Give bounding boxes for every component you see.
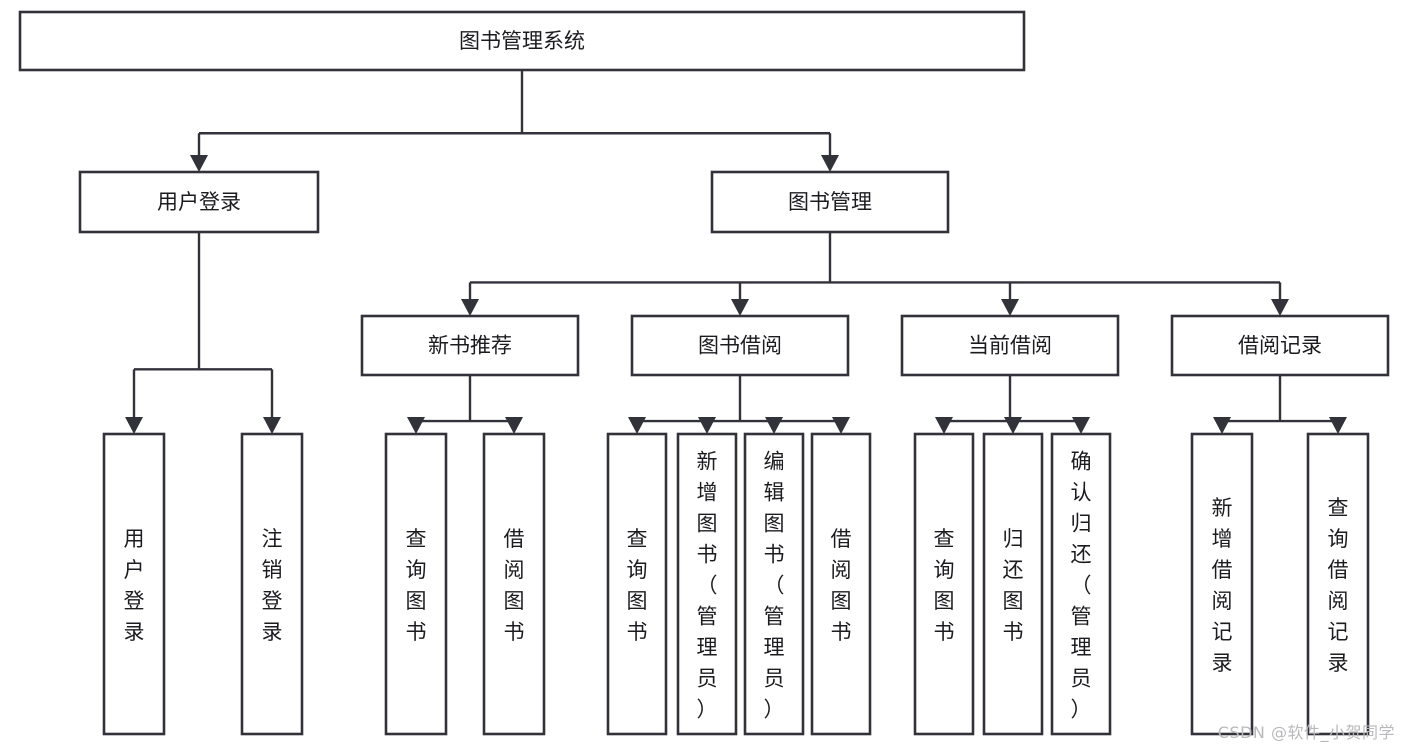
node-leaf-user-login[interactable]: 用户登录: [102, 432, 166, 736]
csdn-watermark: CSDN @软件_小贺同学: [1217, 723, 1395, 742]
node-box-leaf-logout[interactable]: [240, 432, 304, 736]
node-box-leaf-borrow-book-1[interactable]: [482, 432, 546, 736]
arrow-head-new-book-recommend: [461, 299, 479, 316]
node-box-leaf-query-book-3[interactable]: [913, 432, 975, 736]
node-leaf-edit-book[interactable]: 编辑图书（管理员）: [743, 432, 805, 736]
node-leaf-return-book[interactable]: 归还图书: [982, 432, 1044, 736]
node-label-book-borrow: 图书借阅: [698, 334, 782, 358]
node-label-book-management: 图书管理: [788, 190, 872, 214]
node-borrow-record[interactable]: 借阅记录: [1170, 314, 1390, 377]
arrow-head-current-borrow: [1001, 299, 1019, 316]
arrow-head-user-login: [190, 155, 208, 172]
node-label-leaf-add-record: 新增借阅记录: [1212, 496, 1233, 675]
node-label-leaf-query-book-1: 查询图书: [406, 527, 427, 644]
arrow-head-leaf-borrow-book-1: [505, 417, 523, 434]
arrow-head-leaf-logout: [263, 417, 281, 434]
arrow-head-leaf-add-record: [1213, 417, 1231, 434]
arrow-head-leaf-add-book: [698, 417, 716, 434]
node-user-login[interactable]: 用户登录: [78, 170, 320, 234]
node-label-leaf-borrow-book-2: 借阅图书: [831, 527, 852, 644]
node-label-leaf-logout: 注销登录: [262, 527, 283, 644]
node-leaf-query-book-3[interactable]: 查询图书: [913, 432, 975, 736]
node-box-leaf-add-book[interactable]: [676, 432, 738, 736]
arrow-head-leaf-query-record: [1329, 417, 1347, 434]
node-label-user-login: 用户登录: [157, 190, 241, 214]
node-label-leaf-user-login: 用户登录: [124, 527, 145, 644]
arrow-head-leaf-edit-book: [765, 417, 783, 434]
node-leaf-logout[interactable]: 注销登录: [240, 432, 304, 736]
node-leaf-add-record[interactable]: 新增借阅记录: [1190, 432, 1254, 736]
node-box-new-book-recommend[interactable]: [360, 314, 580, 377]
arrow-head-leaf-query-book-1: [407, 417, 425, 434]
node-label-leaf-edit-book: 编辑图书（管理员）: [764, 450, 785, 722]
node-label-new-book-recommend: 新书推荐: [428, 334, 512, 358]
node-box-leaf-add-record[interactable]: [1190, 432, 1254, 736]
node-new-book-recommend[interactable]: 新书推荐: [360, 314, 580, 377]
arrow-head-leaf-confirm-return: [1072, 417, 1090, 434]
node-book-borrow[interactable]: 图书借阅: [630, 314, 850, 377]
node-box-root[interactable]: [18, 10, 1026, 72]
nodes-layer: 图书管理系统用户登录图书管理新书推荐图书借阅当前借阅借阅记录用户登录注销登录查询…: [18, 10, 1390, 736]
connector-lines-layer: [125, 70, 1347, 434]
node-label-leaf-query-book-2: 查询图书: [627, 527, 648, 644]
node-box-leaf-query-book-2[interactable]: [606, 432, 668, 736]
node-root[interactable]: 图书管理系统: [18, 10, 1026, 72]
node-box-leaf-query-record[interactable]: [1306, 432, 1370, 736]
arrow-head-book-management: [821, 155, 839, 172]
node-box-leaf-user-login[interactable]: [102, 432, 166, 736]
node-label-leaf-query-record: 查询借阅记录: [1328, 496, 1349, 675]
node-label-root: 图书管理系统: [459, 29, 585, 53]
node-box-current-borrow[interactable]: [900, 314, 1120, 377]
arrow-head-leaf-query-book-2: [628, 417, 646, 434]
node-box-leaf-edit-book[interactable]: [743, 432, 805, 736]
arrow-head-book-borrow: [731, 299, 749, 316]
node-leaf-query-book-2[interactable]: 查询图书: [606, 432, 668, 736]
node-box-book-management[interactable]: [710, 170, 950, 234]
node-book-management[interactable]: 图书管理: [710, 170, 950, 234]
node-label-leaf-borrow-book-1: 借阅图书: [504, 527, 525, 644]
node-leaf-borrow-book-2[interactable]: 借阅图书: [810, 432, 872, 736]
arrow-head-leaf-query-book-3: [935, 417, 953, 434]
arrow-head-leaf-borrow-book-2: [832, 417, 850, 434]
node-label-borrow-record: 借阅记录: [1238, 334, 1322, 358]
node-leaf-add-book[interactable]: 新增图书（管理员）: [676, 432, 738, 736]
arrow-head-leaf-user-login: [125, 417, 143, 434]
node-label-leaf-add-book: 新增图书（管理员）: [697, 450, 718, 722]
node-leaf-query-book-1[interactable]: 查询图书: [384, 432, 448, 736]
node-leaf-confirm-return[interactable]: 确认归还（管理员）: [1050, 432, 1112, 736]
node-leaf-query-record[interactable]: 查询借阅记录: [1306, 432, 1370, 736]
node-box-leaf-query-book-1[interactable]: [384, 432, 448, 736]
node-current-borrow[interactable]: 当前借阅: [900, 314, 1120, 377]
node-label-leaf-confirm-return: 确认归还（管理员）: [1071, 450, 1092, 722]
node-label-current-borrow: 当前借阅: [968, 334, 1052, 358]
node-box-leaf-return-book[interactable]: [982, 432, 1044, 736]
node-label-leaf-query-book-3: 查询图书: [934, 527, 955, 644]
node-label-leaf-return-book: 归还图书: [1003, 527, 1024, 644]
arrow-head-leaf-return-book: [1004, 417, 1022, 434]
node-box-user-login[interactable]: [78, 170, 320, 234]
node-box-borrow-record[interactable]: [1170, 314, 1390, 377]
node-box-book-borrow[interactable]: [630, 314, 850, 377]
node-box-leaf-confirm-return[interactable]: [1050, 432, 1112, 736]
node-box-leaf-borrow-book-2[interactable]: [810, 432, 872, 736]
node-leaf-borrow-book-1[interactable]: 借阅图书: [482, 432, 546, 736]
arrow-head-borrow-record: [1271, 299, 1289, 316]
